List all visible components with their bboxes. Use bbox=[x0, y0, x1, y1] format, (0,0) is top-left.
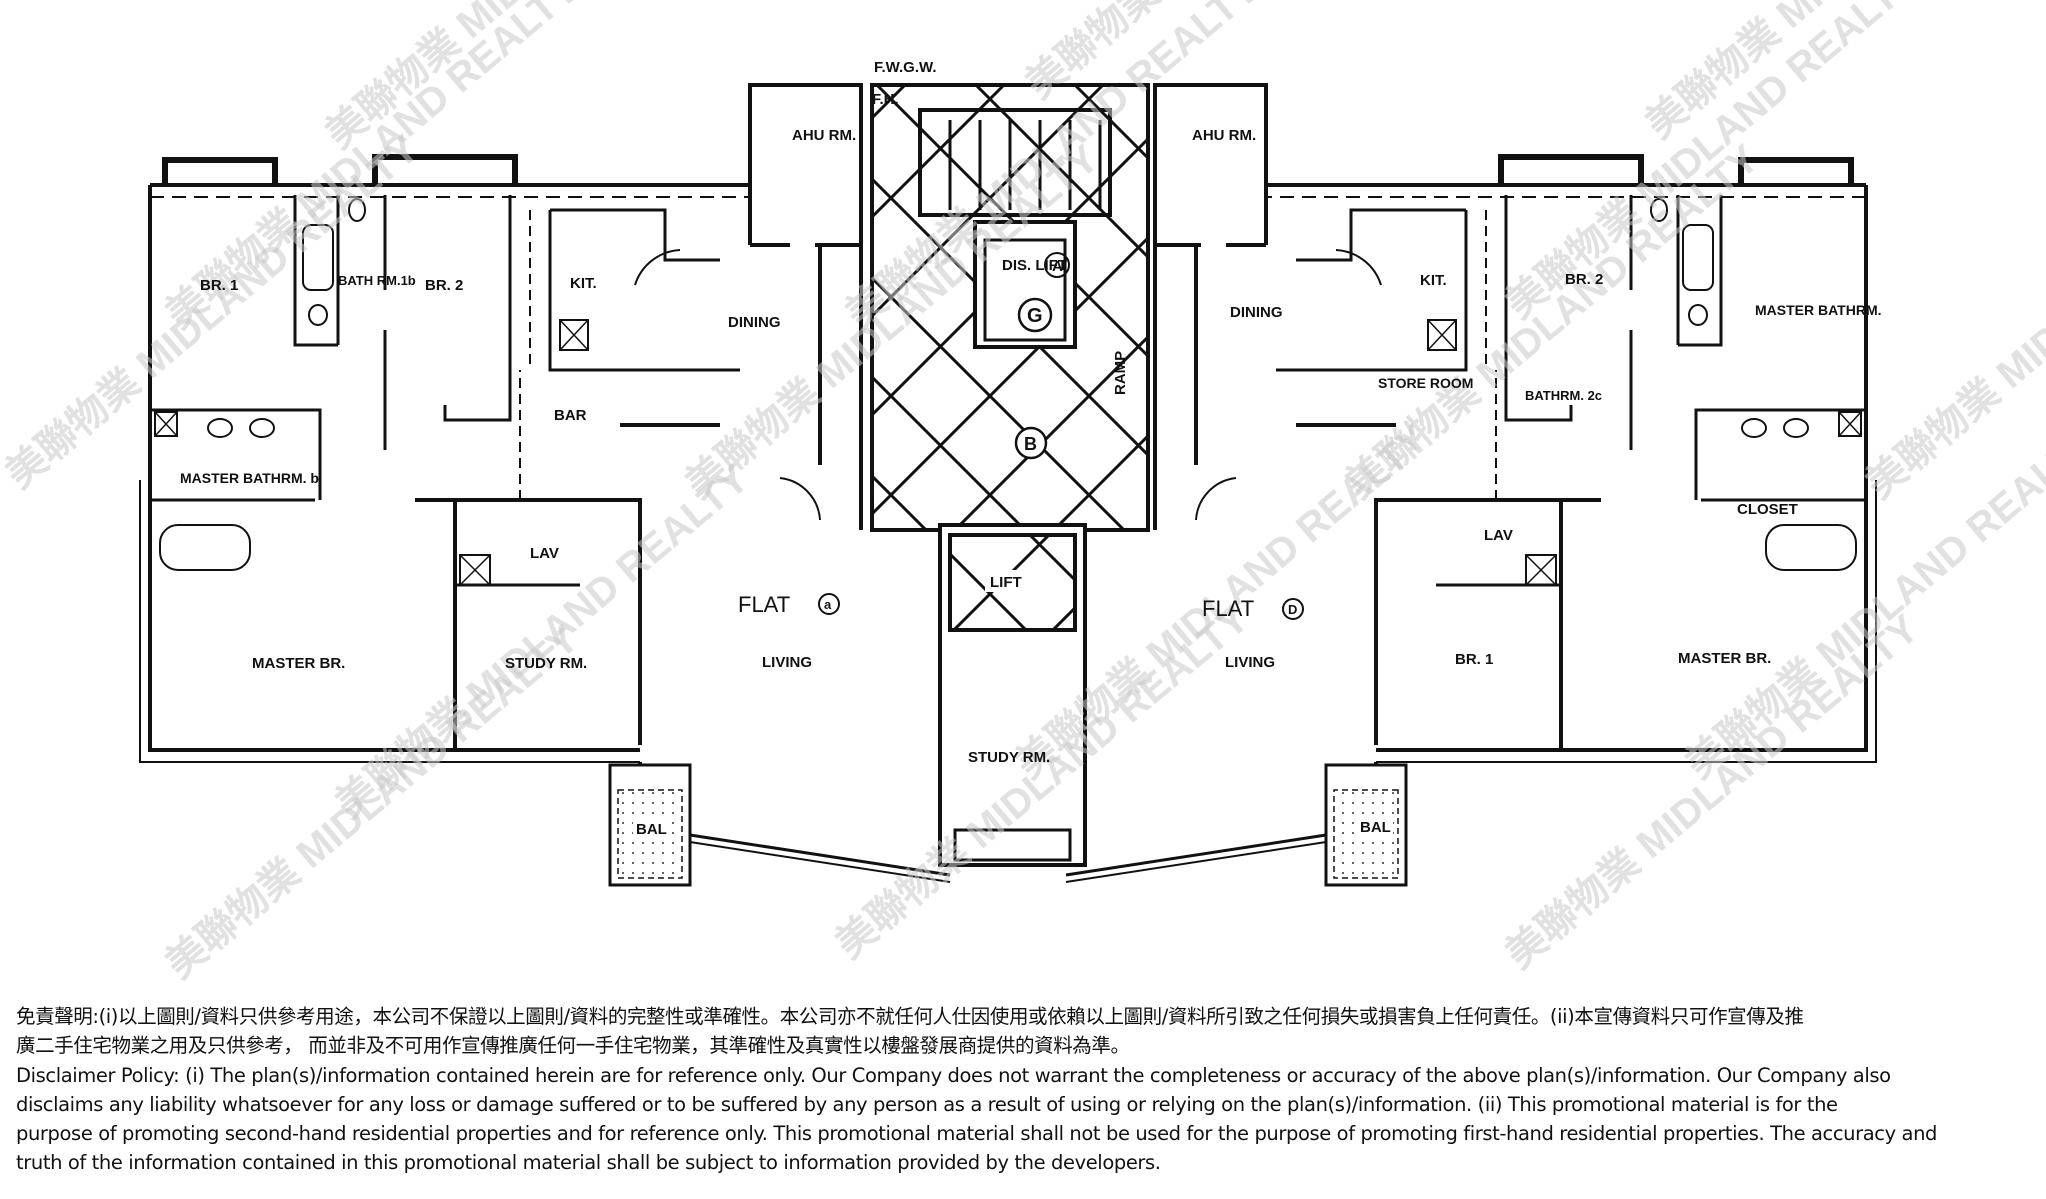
core bbox=[870, 83, 1150, 867]
core-labels: F.W.G.W. F.H. AHU RM. AHU RM. DIS. LIFT … bbox=[770, 59, 1256, 766]
disclaimer-zh-line: 廣二手住宅物業之用及只供參考， 而並非及不可用作宣傳推廣任何一手住宅物業，其準確… bbox=[16, 1034, 1130, 1058]
right-flat-id: D bbox=[1288, 602, 1297, 617]
lift-g-label: G bbox=[1027, 305, 1043, 327]
right-flat-labels: DINING KIT. STORE ROOM BATHRM. 2c BR. 2 … bbox=[1202, 271, 1882, 836]
left-study-label: STUDY RM. bbox=[505, 655, 587, 672]
left-master-bathroom-label: MASTER BATHRM. b bbox=[180, 470, 319, 486]
left-bar-label: BAR bbox=[554, 407, 587, 424]
ahu-room-right-label: AHU RM. bbox=[1192, 127, 1256, 144]
disclaimer-zh-line: 免責聲明:(i)以上圖則/資料只供參考用途，本公司不保證以上圖則/資料的完整性或… bbox=[16, 1005, 1804, 1028]
right-flat-title: FLAT bbox=[1202, 596, 1254, 621]
left-kit-label: KIT. bbox=[570, 275, 597, 292]
floor-plan: 美聯物業 MIDLAND REALTY 美聯物業 MIDLAND REALTY … bbox=[0, 0, 2046, 987]
right-master-bathroom-label: MASTER BATHRM. bbox=[1755, 302, 1882, 318]
disclaimer-en-line: Disclaimer Policy: (i) The plan(s)/infor… bbox=[16, 1063, 1891, 1087]
lift-label: LIFT bbox=[990, 574, 1022, 591]
right-br1-label: BR. 1 bbox=[1455, 651, 1493, 668]
right-living-label: LIVING bbox=[1225, 654, 1275, 671]
lift-b-label: B bbox=[1024, 434, 1037, 454]
svg-text:美聯物業 MIDLAND REALTY: 美聯物業 MIDLAND REALTY bbox=[0, 126, 427, 497]
left-living-label: LIVING bbox=[762, 654, 812, 671]
right-bathroom-label: BATHRM. 2c bbox=[1525, 388, 1602, 403]
right-master-br-label: MASTER BR. bbox=[1678, 650, 1771, 667]
left-dining-label: DINING bbox=[728, 314, 781, 331]
disclaimer: 免責聲明:(i)以上圖則/資料只供參考用途，本公司不保證以上圖則/資料的完整性或… bbox=[16, 1002, 2036, 1178]
ramp-label: RAMP bbox=[1112, 351, 1129, 395]
dis-lift-label: DIS. LIFT bbox=[1002, 257, 1067, 274]
left-master-br-label: MASTER BR. bbox=[252, 655, 345, 672]
right-balcony-label: BAL bbox=[1360, 819, 1391, 836]
lift-a-label: A bbox=[1052, 258, 1063, 275]
left-flat-title: FLAT bbox=[738, 592, 790, 617]
disclaimer-en-line: truth of the information contained in th… bbox=[16, 1151, 1161, 1175]
fwgw-label: F.W.G.W. bbox=[874, 59, 937, 76]
right-br2-label: BR. 2 bbox=[1565, 271, 1603, 288]
left-br2-label: BR. 2 bbox=[425, 277, 463, 294]
left-bath-label: BATH RM.1b bbox=[338, 273, 416, 288]
disclaimer-en-line: disclaims any liability whatsoever for a… bbox=[16, 1092, 1838, 1116]
right-store-room-label: STORE ROOM bbox=[1378, 375, 1473, 391]
right-dining-label: DINING bbox=[1230, 304, 1283, 321]
right-kit-label: KIT. bbox=[1420, 272, 1447, 289]
ahu-room-left-label: AHU RM. bbox=[792, 127, 856, 144]
svg-text:美聯物業 MIDLAND REALTY: 美聯物業 MIDLAND REALTY bbox=[1858, 136, 2046, 507]
disclaimer-en-line: purpose of promoting second-hand residen… bbox=[16, 1122, 1938, 1146]
right-lav-label: LAV bbox=[1484, 527, 1513, 544]
right-closet-label: CLOSET bbox=[1737, 501, 1798, 518]
left-flat-id: a bbox=[824, 597, 832, 612]
left-balcony-label: BAL bbox=[636, 821, 667, 838]
fh-label: F.H. bbox=[872, 91, 899, 108]
center-study-room-label: STUDY RM. bbox=[968, 749, 1050, 766]
left-flat-labels: BR. 1 BATH RM.1b BR. 2 KIT. DINING BAR M… bbox=[180, 273, 840, 838]
left-br1-label: BR. 1 bbox=[200, 277, 238, 294]
left-lav-label: LAV bbox=[530, 545, 559, 562]
